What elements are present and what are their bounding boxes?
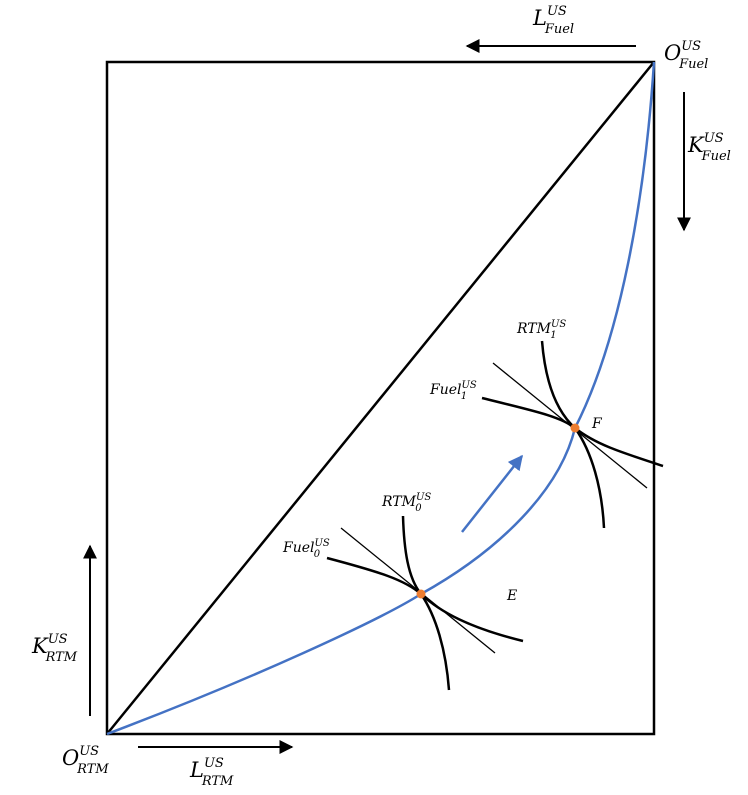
contract-curve [106,61,656,736]
edgeworth-box [105,60,656,736]
box-diagonal [106,61,655,735]
fuel1-isoquant [481,396,664,468]
point-f-label: F [591,416,603,432]
movement-arrow [461,454,523,533]
point-e-label: E [506,588,517,604]
rtm0-isoquant [401,515,451,691]
point-f-marker [570,423,580,433]
point-e-marker [416,589,426,599]
